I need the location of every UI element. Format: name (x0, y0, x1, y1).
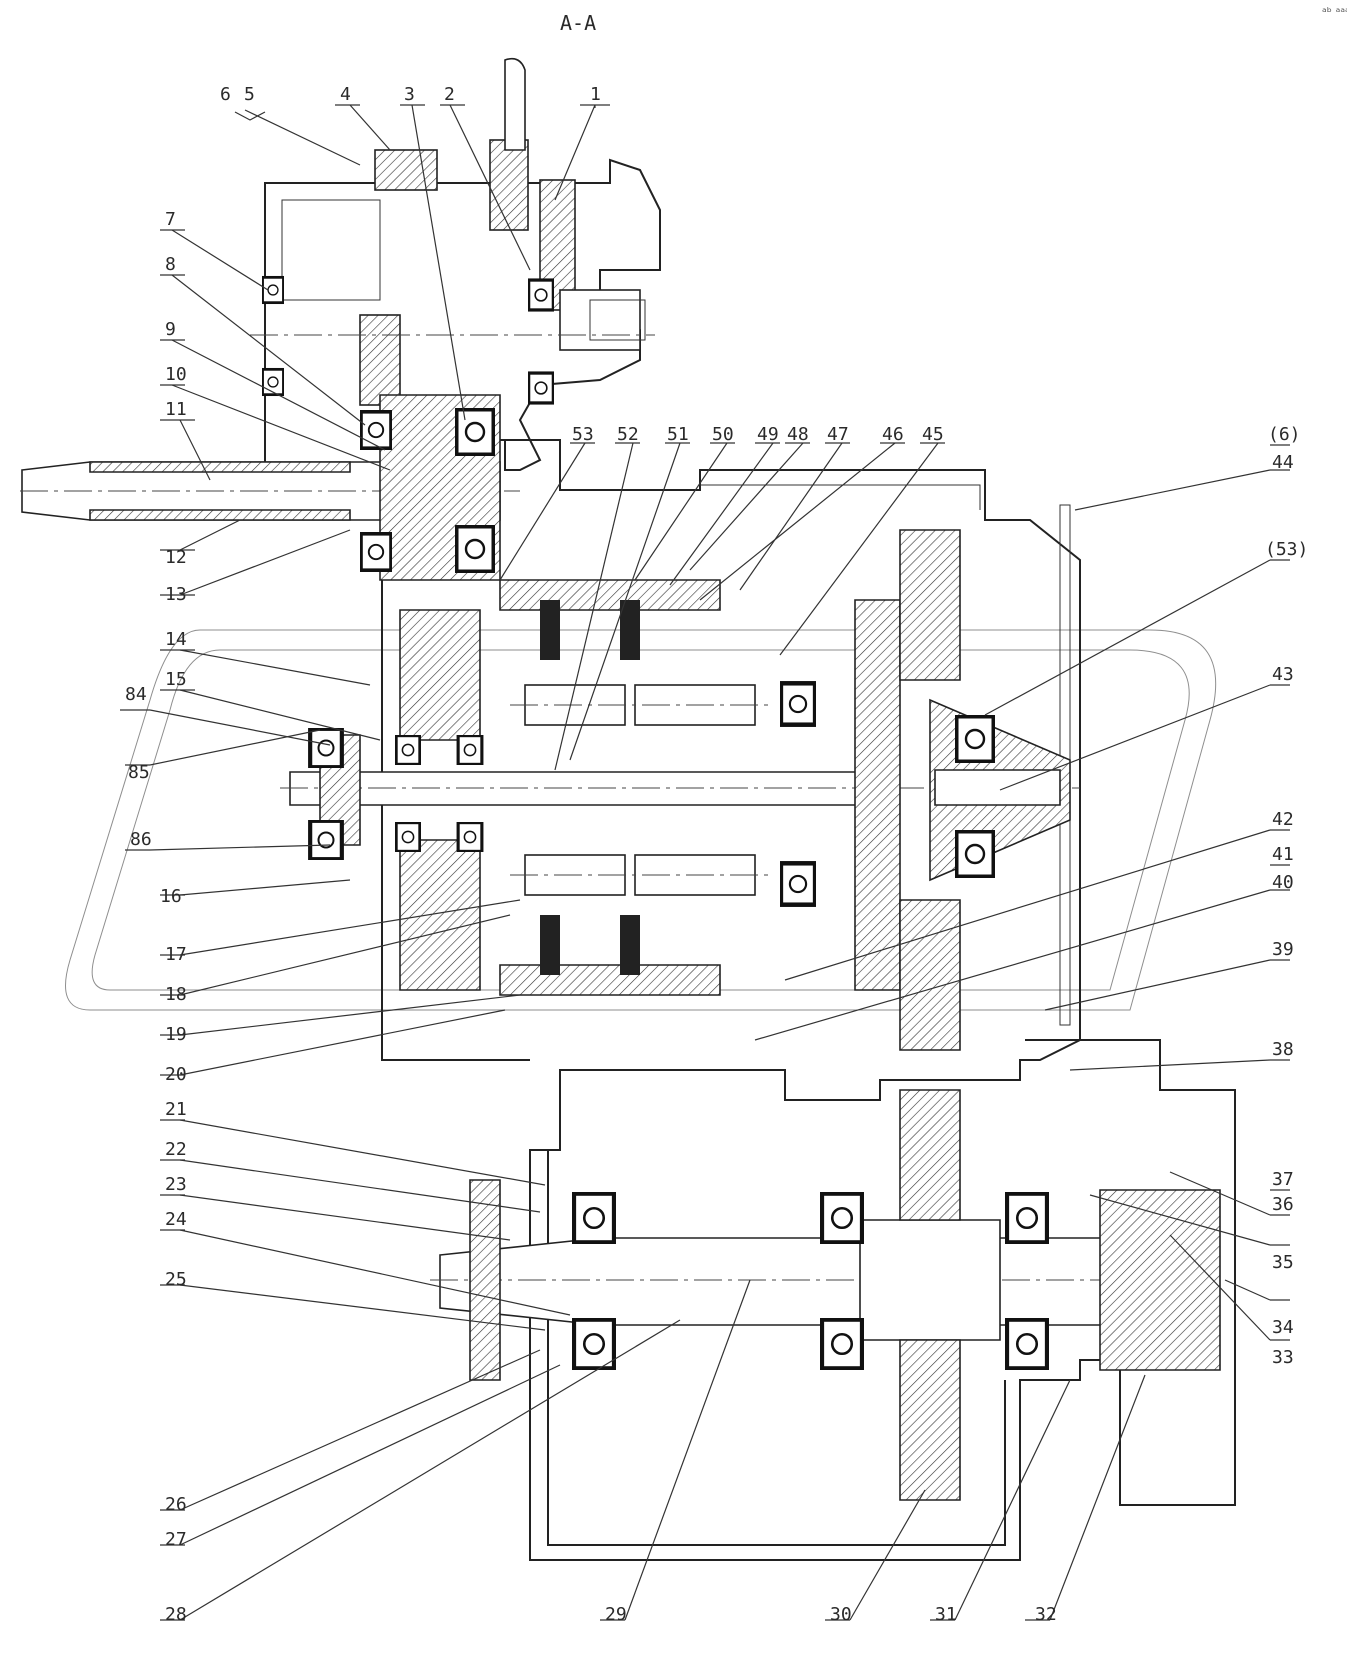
label-84: 84 (125, 684, 147, 705)
label-5: 5 (244, 84, 255, 105)
label-44: 44 (1272, 452, 1294, 473)
label-14: 14 (165, 629, 187, 650)
upper-housing (250, 57, 661, 471)
label-4: 4 (340, 84, 351, 105)
label-15: 15 (165, 669, 187, 690)
label-45: 45 (922, 424, 944, 445)
label-41: 41 (1272, 844, 1294, 865)
label-46: 46 (882, 424, 904, 445)
label-40: 40 (1272, 872, 1294, 893)
label-8: 8 (165, 254, 176, 275)
label-35: 35 (1272, 1252, 1294, 1273)
label-53: 53 (572, 424, 594, 445)
corner-mark: ᵃᵇ ᵃᵃᵃ (1322, 5, 1347, 19)
label-6: 6 (220, 84, 231, 105)
label-49: 49 (757, 424, 779, 445)
label-3: 3 (404, 84, 415, 105)
watermark (65, 629, 1217, 1011)
label-29: 29 (605, 1604, 627, 1625)
label-17: 17 (165, 944, 187, 965)
label-51: 51 (667, 424, 689, 445)
label-37: 37 (1272, 1169, 1294, 1190)
label-38: 38 (1272, 1039, 1294, 1060)
label-20: 20 (165, 1064, 187, 1085)
label-34: 34 (1272, 1317, 1294, 1338)
label-7: 7 (165, 209, 176, 230)
label-30: 30 (830, 1604, 852, 1625)
label-52: 52 (617, 424, 639, 445)
label-24: 24 (165, 1209, 187, 1230)
label-50: 50 (712, 424, 734, 445)
label-2: 2 (444, 84, 455, 105)
section-title: A-A (560, 11, 596, 35)
label-32: 32 (1035, 1604, 1057, 1625)
label-18: 18 (165, 984, 187, 1005)
main-shaft (280, 529, 1080, 1051)
label-47: 47 (827, 424, 849, 445)
label-28: 28 (165, 1604, 187, 1625)
label-31: 31 (935, 1604, 957, 1625)
label-11: 11 (165, 399, 187, 420)
label-1: 1 (590, 84, 601, 105)
label-22: 22 (165, 1139, 187, 1160)
label-10: 10 (165, 364, 187, 385)
label-86: 86 (130, 829, 152, 850)
label-36: 36 (1272, 1194, 1294, 1215)
label-27: 27 (165, 1529, 187, 1550)
label-26: 26 (165, 1494, 187, 1515)
label-25: 25 (165, 1269, 187, 1290)
label-16: 16 (160, 886, 182, 907)
label-42: 42 (1272, 809, 1294, 830)
label-6-ref: (6) (1268, 424, 1301, 445)
output-shaft (430, 1089, 1221, 1501)
label-39: 39 (1272, 939, 1294, 960)
leader-lines (120, 104, 1290, 1621)
label-21: 21 (165, 1099, 187, 1120)
label-48: 48 (787, 424, 809, 445)
label-19: 19 (165, 1024, 187, 1045)
label-85: 85 (128, 762, 150, 783)
label-53-ref: (53) (1265, 539, 1308, 560)
label-12: 12 (165, 547, 187, 568)
label-9: 9 (165, 319, 176, 340)
label-13: 13 (165, 584, 187, 605)
label-23: 23 (165, 1174, 187, 1195)
label-33: 33 (1272, 1347, 1294, 1368)
label-43: 43 (1272, 664, 1294, 685)
part-labels: 1 2 3 4 5 6 7 8 9 10 11 12 13 14 15 84 8… (125, 84, 1308, 1625)
